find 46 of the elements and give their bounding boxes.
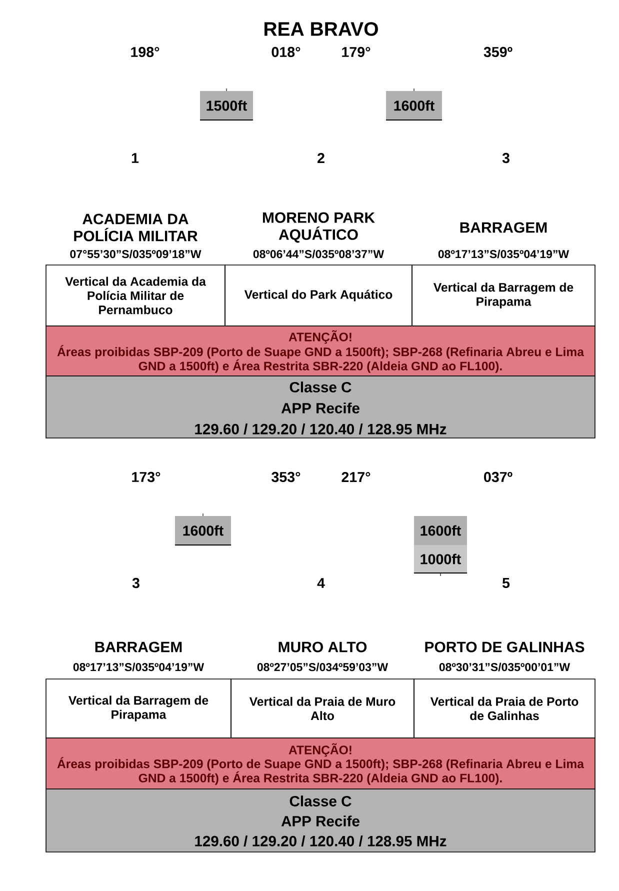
waypoint-name: ACADEMIA DA POLÍCIA MILITAR — [74, 214, 198, 242]
altitude-box: 1600ft — [174, 516, 232, 546]
altitude-box: 1600ft — [386, 91, 442, 120]
waypoint-name: PORTO DE GALINHAS — [425, 642, 584, 652]
course-label: 217° — [342, 472, 370, 482]
waypoint-number: 4 — [317, 578, 325, 588]
waypoint-name: MORENO PARK AQUÁTICO — [262, 212, 375, 243]
course-label: 173° — [132, 472, 160, 482]
waypoint-number: 3 — [502, 152, 510, 164]
control-unit: APP Recife — [281, 402, 360, 414]
waypoint-name: BARRAGEM — [95, 642, 182, 652]
coordinates: 08º17’13”S/035º04’19”W — [438, 250, 570, 258]
waypoint-number: 1 — [132, 153, 139, 163]
warning-text: Áreas proibidas SBP-209 (Porto de Suape GND a 1500ft); SBP-268 (Refinaria Abreu e Lima GND a 1500ft) e Área Restrita SBR-220 (Aldeia GND ao FL100). — [57, 757, 584, 785]
warning-text: Áreas proibidas SBP-209 (Porto de Suape GND a 1500ft); SBP-268 (Refinaria Abreu e Lima GND a 1500ft) e Área Restrita SBR-220 (Aldeia GND ao FL100). — [57, 345, 584, 373]
altitude-box: 1500ft — [200, 91, 254, 120]
course-label: 179° — [342, 46, 370, 58]
frequency-list: 129.60 / 129.20 / 120.40 / 128.95 MHz — [195, 424, 446, 435]
course-label: 018° — [272, 46, 300, 58]
course-label: 353° — [272, 472, 300, 482]
altitude-box: 1000ft — [414, 545, 468, 574]
warning-band — [46, 738, 596, 790]
waypoint-number: 5 — [502, 578, 510, 588]
waypoint-number: 2 — [318, 153, 324, 163]
airspace-class: Classe C — [290, 796, 352, 806]
course-label: 037º — [484, 472, 512, 482]
title: REA BRAVO — [264, 22, 378, 36]
frequency-list: 129.60 / 129.20 / 120.40 / 128.95 MHz — [195, 836, 446, 847]
coordinates: 08º30’31”S/035º00’01”W — [439, 662, 570, 672]
info-band — [46, 788, 596, 852]
coordinates: 07°55’30”S/035º09’18”W — [70, 250, 202, 258]
coordinates: 08º17’13”S/035º04’19”W — [73, 662, 204, 672]
waypoint-name: MURO ALTO — [278, 642, 367, 652]
airspace-class: Classe C — [290, 382, 352, 392]
warning-heading: ATENÇÃO! — [288, 743, 352, 757]
control-unit: APP Recife — [281, 816, 360, 826]
altitude-box: 1600ft — [414, 516, 467, 545]
info-band — [46, 376, 596, 438]
coordinates: 08º27’05”S/034º59’03”W — [257, 662, 388, 672]
coordinates: 08º06’44”S/035º08’37”W — [253, 250, 384, 258]
warning-band — [46, 326, 596, 376]
waypoint-name: BARRAGEM — [460, 222, 547, 233]
waypoint-number: 3 — [132, 578, 140, 588]
course-label: 198° — [131, 46, 160, 58]
course-label: 359º — [484, 46, 512, 58]
warning-heading: ATENÇÃO! — [288, 330, 352, 344]
